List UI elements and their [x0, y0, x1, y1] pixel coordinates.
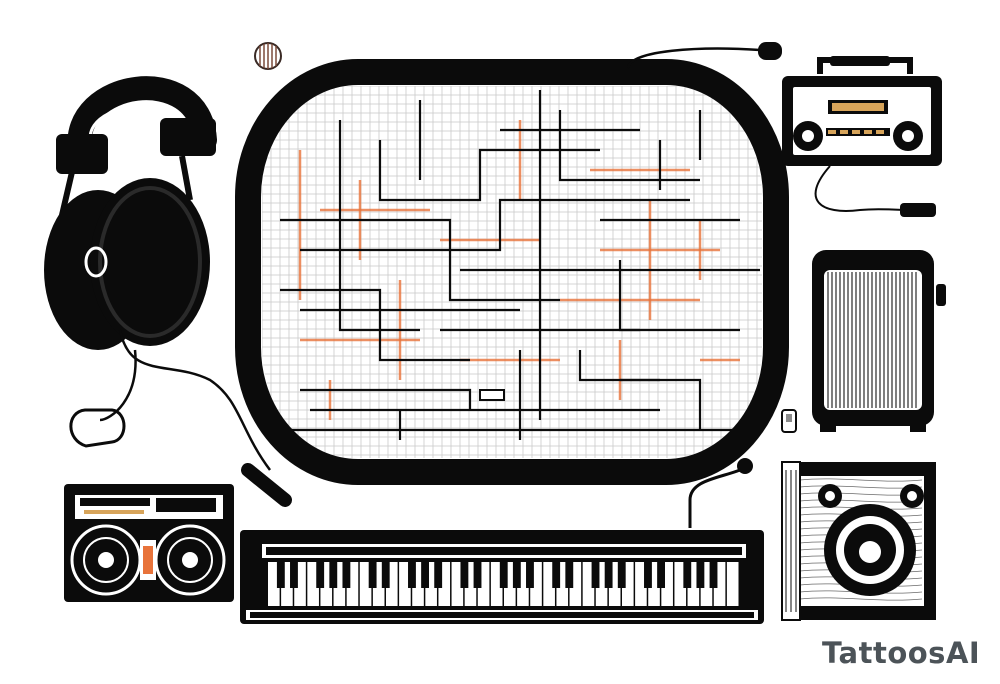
boombox-icon — [64, 484, 234, 602]
keyboard-icon — [240, 458, 764, 624]
radio-icon — [782, 56, 942, 217]
monitor-icon — [235, 59, 789, 485]
woofer-icon — [781, 461, 936, 621]
speaker-icon — [812, 250, 946, 432]
microphone-icon — [626, 42, 782, 69]
usb-drive-icon — [781, 409, 797, 433]
headphones-icon — [44, 76, 292, 507]
round-badge-icon — [254, 42, 282, 70]
watermark-text: TattoosAI — [822, 636, 981, 670]
